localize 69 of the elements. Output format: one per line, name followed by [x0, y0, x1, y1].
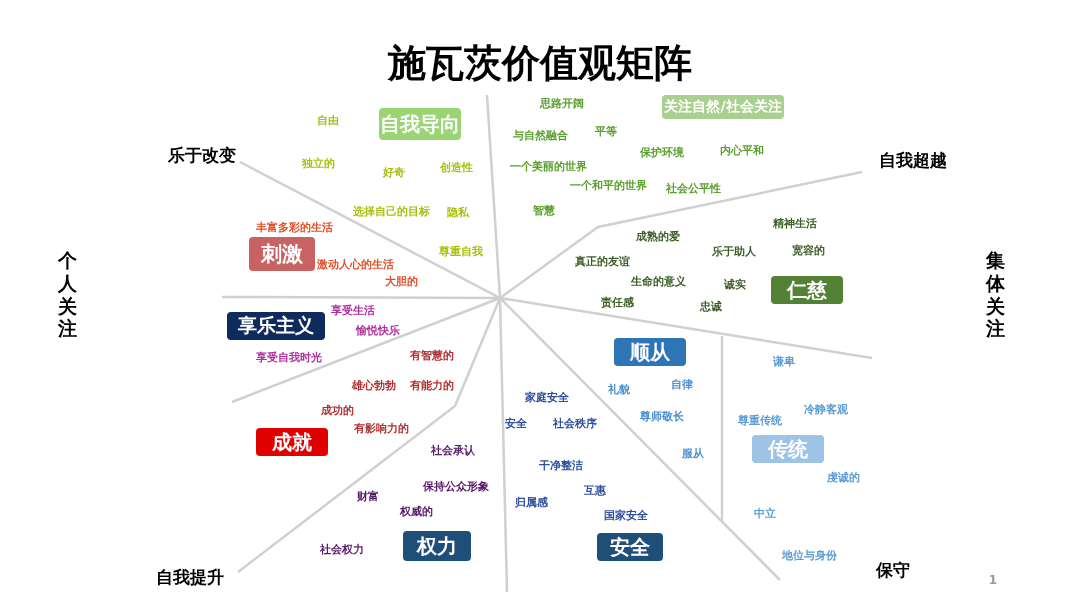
value-word: 宽容的 [791, 244, 825, 256]
value-word: 地位与身份 [781, 549, 837, 561]
value-word: 尊师敬长 [640, 410, 684, 422]
value-word: 中立 [754, 507, 776, 519]
value-word: 隐私 [447, 206, 469, 218]
value-word: 忠诚 [700, 300, 722, 312]
axis-label: 集体关注 [985, 249, 1005, 341]
axis-label: 乐于改变 [168, 146, 236, 164]
value-word: 社会秩序 [553, 417, 597, 429]
value-word: 尊重传统 [738, 414, 782, 426]
value-word: 一个和平的世界 [569, 179, 647, 191]
category-box: 自我导向 [379, 108, 461, 140]
axis-label: 自我提升 [156, 568, 224, 586]
value-word: 虔诚的 [826, 471, 860, 483]
value-word: 与自然融合 [512, 129, 568, 141]
value-word: 大胆的 [384, 275, 418, 287]
value-word: 诚实 [724, 278, 746, 290]
axis-label: 个人关注 [57, 249, 77, 341]
value-word: 成熟的爱 [636, 230, 680, 242]
category-box: 关注自然/社会关注 [662, 95, 784, 119]
value-word: 社会权力 [320, 543, 364, 555]
value-word: 社会公平性 [665, 182, 721, 194]
value-word: 雄心勃勃 [352, 379, 396, 391]
value-word: 内心平和 [720, 144, 764, 156]
category-box: 享乐主义 [227, 312, 325, 340]
value-word: 服从 [682, 447, 704, 459]
value-word: 权威的 [399, 505, 433, 517]
value-word: 安全 [505, 417, 527, 429]
value-word: 干净整洁 [539, 459, 583, 471]
axis-label: 自我超越 [879, 151, 947, 169]
value-word: 保护环境 [640, 146, 684, 158]
value-word: 选择自己的目标 [352, 205, 430, 217]
value-word: 自律 [671, 378, 693, 390]
category-box: 传统 [752, 435, 824, 463]
value-word: 财富 [357, 490, 379, 502]
value-word: 愉悦快乐 [356, 324, 400, 336]
value-word: 好奇 [383, 166, 405, 178]
value-word: 独立的 [301, 157, 335, 169]
value-word: 社会承认 [431, 444, 475, 456]
value-word: 一个美丽的世界 [509, 160, 587, 172]
page-number: 1 [988, 574, 998, 586]
value-word: 精神生活 [773, 217, 817, 229]
axis-label: 保守 [876, 561, 910, 579]
value-word: 真正的友谊 [574, 255, 630, 267]
value-word: 互惠 [584, 484, 606, 496]
value-word: 享受自我时光 [256, 351, 322, 363]
value-word: 享受生活 [331, 304, 375, 316]
category-box: 顺从 [614, 338, 686, 366]
value-word: 礼貌 [608, 383, 630, 395]
value-word: 归属感 [514, 496, 548, 508]
category-box: 权力 [403, 531, 471, 561]
value-word: 有智慧的 [410, 349, 454, 361]
value-word: 成功的 [320, 404, 354, 416]
value-word: 自由 [317, 114, 339, 126]
category-box: 成就 [256, 428, 328, 456]
value-word: 思路开阔 [540, 97, 584, 109]
value-word: 尊重自我 [439, 245, 483, 257]
value-word: 智慧 [533, 204, 555, 216]
category-box: 刺激 [249, 237, 315, 271]
value-word: 创造性 [439, 161, 473, 173]
category-box: 仁慈 [771, 276, 843, 304]
value-word: 谦卑 [773, 355, 795, 367]
value-word: 家庭安全 [525, 391, 569, 403]
value-word: 责任感 [600, 296, 634, 308]
chart-title: 施瓦茨价值观矩阵 [388, 44, 692, 82]
category-box: 安全 [597, 533, 663, 561]
value-word: 有能力的 [410, 379, 454, 391]
value-word: 生命的意义 [630, 275, 686, 287]
value-word: 平等 [595, 125, 617, 137]
